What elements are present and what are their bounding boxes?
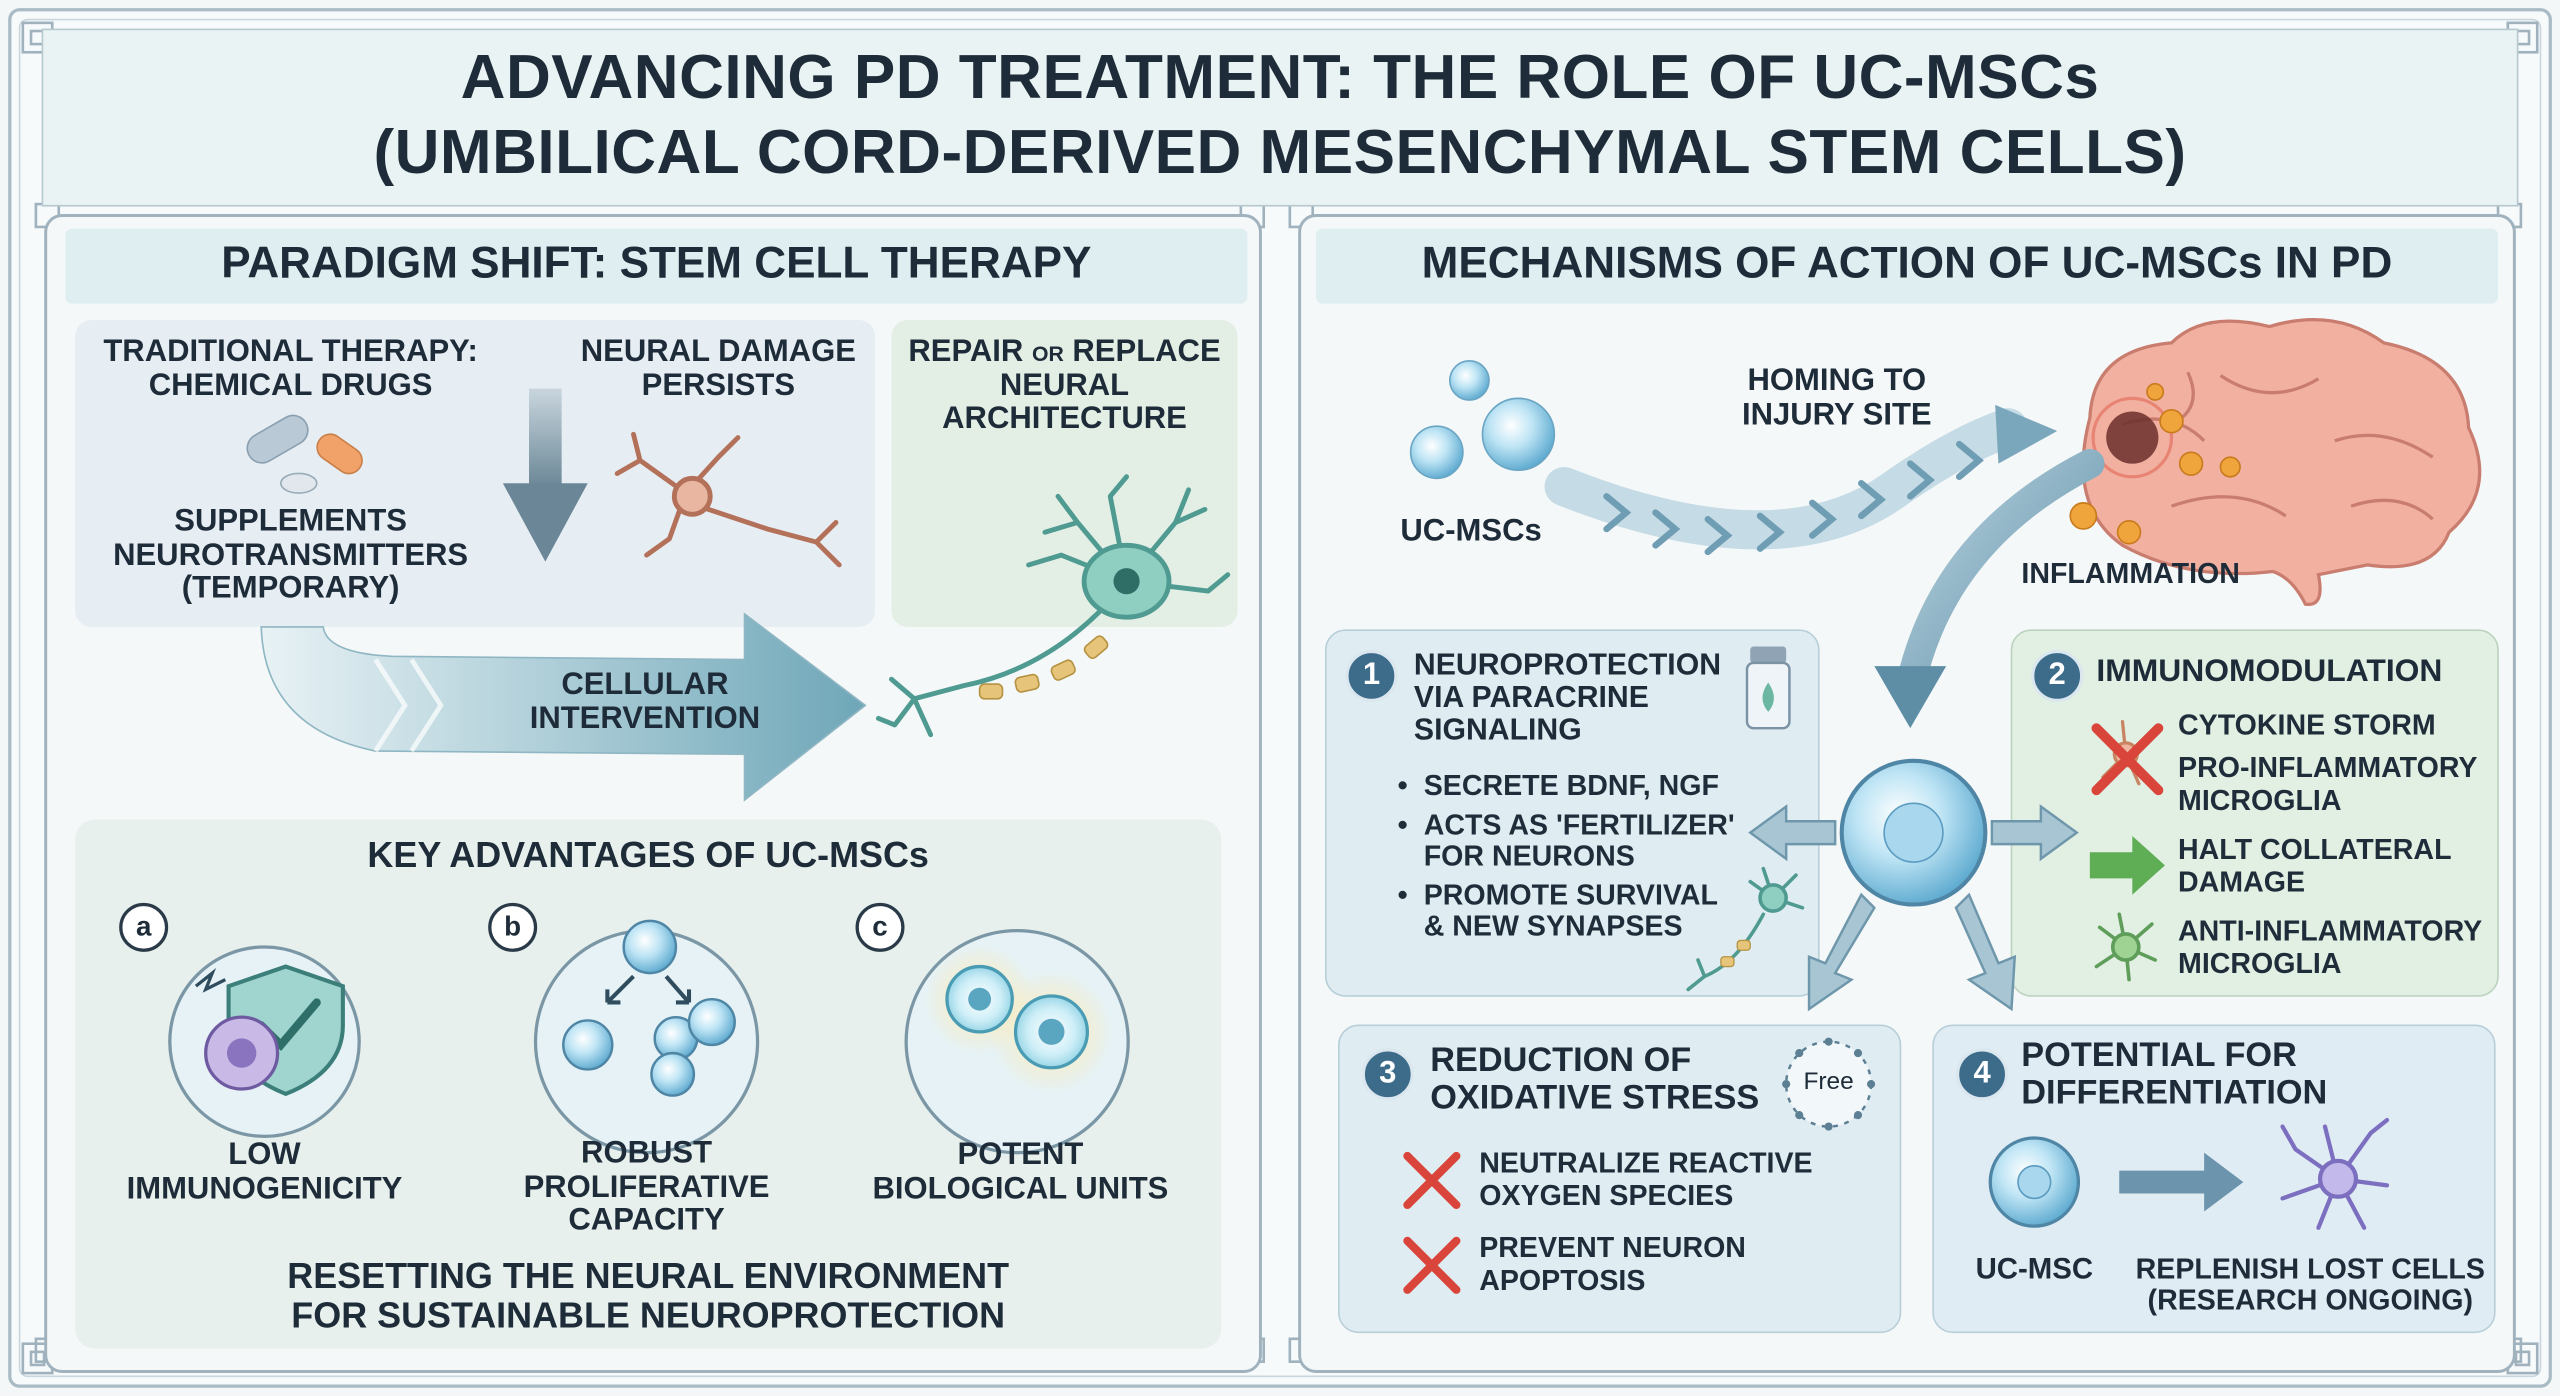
uc-msc-label: UC-MSC	[1975, 1252, 2094, 1285]
mechanism-1-title: NEUROPROTECTION VIA PARACRINE SIGNALING	[1413, 646, 1722, 747]
mechanism-1-badge: 1	[1345, 649, 1398, 703]
neuron-icon	[875, 474, 1231, 738]
supplements-label: SUPPLEMENTS NEUROTRANSMITTERS (TEMPORARY…	[113, 504, 469, 606]
mechanism-2-item: PRO-INFLAMMATORY MICROGLIA	[2178, 751, 2478, 816]
left-footer-text: RESETTING THE NEURAL ENVIRONMENT FOR SUS…	[287, 1255, 1010, 1336]
mechanism-1-bullet: SECRETE BDNF, NGF	[1398, 770, 1757, 803]
mechanism-1-bullets: SECRETE BDNF, NGF ACTS AS 'FERTILIZER' F…	[1398, 770, 1757, 951]
advantage-letter-a: a	[119, 902, 169, 952]
right-panel-heading: MECHANISMS OF ACTION OF UC-MSCs IN PD	[1421, 238, 2393, 288]
homing-label: HOMING TO INJURY SITE	[1741, 364, 1932, 432]
traditional-therapy-label: TRADITIONAL THERAPY: CHEMICAL DRUGS	[103, 334, 478, 403]
mechanism-2-item: HALT COLLATERAL DAMAGE	[2178, 832, 2452, 898]
page-subtitle: (UMBILICAL CORD-DERIVED MESENCHYMAL STEM…	[373, 119, 2187, 188]
mechanism-3-title: REDUCTION OF OXIDATIVE STRESS	[1430, 1041, 1760, 1117]
pill-icon	[246, 414, 363, 494]
advantage-label-b: ROBUST PROLIFERATIVE CAPACITY	[523, 1136, 770, 1238]
x-mark-icon	[2091, 723, 2164, 796]
free-label: Free	[1803, 1067, 1854, 1096]
neural-damage-label: NEURAL DAMAGE PERSISTS	[580, 334, 856, 403]
advantage-letter-c: c	[855, 902, 905, 952]
advantage-label-a: LOW IMMUNOGENICITY	[126, 1137, 403, 1206]
cellular-intervention-label: CELLULAR INTERVENTION	[529, 667, 761, 736]
advantage-letter-b: b	[488, 902, 538, 952]
advantage-label-c: POTENT BIOLOGICAL UNITS	[872, 1137, 1169, 1206]
mechanism-2-badge: 2	[2031, 649, 2084, 703]
x-mark-icon	[1403, 1151, 1461, 1294]
mechanism-3-badge: 3	[1361, 1048, 1414, 1101]
left-panel-heading: PARADIGM SHIFT: STEM CELL THERAPY	[221, 238, 1092, 288]
mechanism-4-title: POTENTIAL FOR DIFFERENTIATION	[2021, 1036, 2328, 1112]
mechanism-2-title: IMMUNOMODULATION	[2096, 653, 2443, 689]
mechanism-3-item: PREVENT NEURON APOPTOSIS	[1479, 1231, 1746, 1296]
repair-label: REPAIR OR REPLACE NEURAL ARCHITECTURE	[908, 334, 1221, 436]
ucmscs-label: UC-MSCs	[1400, 514, 1542, 549]
advantages-heading: KEY ADVANTAGES OF UC-MSCs	[367, 834, 929, 876]
inflammation-label: INFLAMMATION	[2021, 556, 2240, 590]
mechanism-2-item: CYTOKINE STORM	[2178, 708, 2436, 742]
mechanism-4-badge: 4	[1955, 1048, 2009, 1101]
brain-icon	[2081, 318, 2482, 606]
neuron-icon	[614, 431, 842, 568]
page-title: ADVANCING PD TREATMENT: THE ROLE OF UC-M…	[460, 44, 2100, 113]
mechanism-1-bullet: ACTS AS 'FERTILIZER' FOR NEURONS	[1398, 808, 1757, 873]
vial-icon	[1745, 646, 1791, 730]
mechanism-1-bullet: PROMOTE SURVIVAL & NEW SYNAPSES	[1398, 878, 1757, 944]
mechanism-2-item: ANTI-INFLAMMATORY MICROGLIA	[2178, 914, 2483, 979]
down-arrow-icon	[502, 388, 588, 562]
mechanism-3-item: NEUTRALIZE REACTIVE OXYGEN SPECIES	[1479, 1146, 1813, 1211]
replenish-label: REPLENISH LOST CELLS (RESEARCH ONGOING)	[2135, 1252, 2485, 1316]
free-radical-icon	[1782, 1037, 1876, 1131]
stem-cell-icon	[562, 919, 736, 1097]
